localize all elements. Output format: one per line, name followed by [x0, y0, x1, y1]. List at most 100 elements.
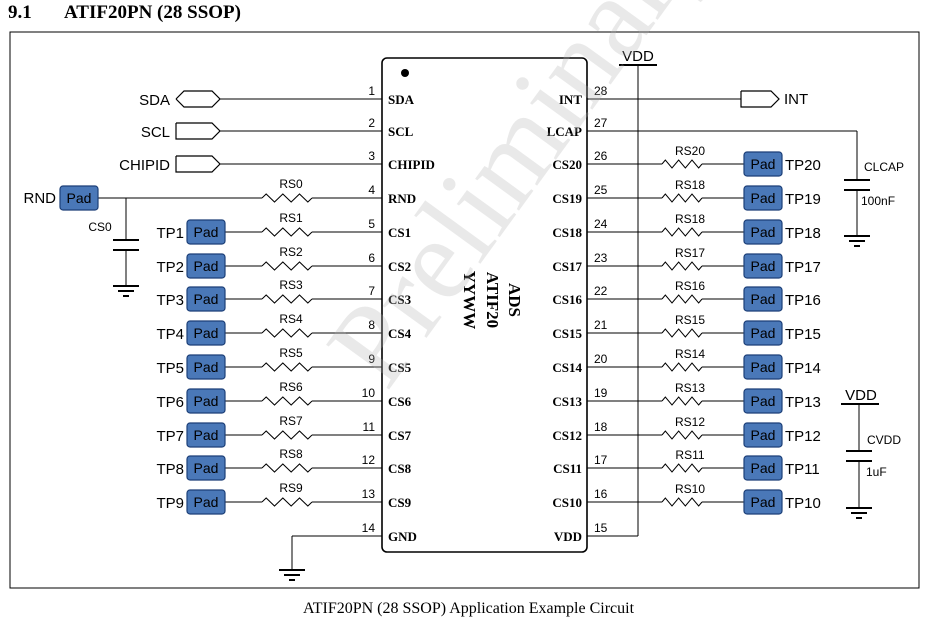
resistor-rs2: [261, 261, 313, 271]
tp-label-tp9: TP9: [156, 495, 184, 512]
pad-text: Pad: [751, 427, 776, 443]
pad-tp9: Pad: [186, 489, 226, 515]
tp-label-tp14: TP14: [785, 360, 821, 377]
resistor-rs9: [261, 497, 313, 507]
resistor-rs6: [261, 396, 313, 406]
pad-tp6: Pad: [186, 388, 226, 414]
pad-tp17: Pad: [743, 253, 783, 279]
tp-label-tp2: TP2: [156, 259, 184, 276]
pin-number: 14: [362, 521, 376, 535]
pin-name-cs3: CS3: [388, 292, 412, 307]
pad-body: [743, 151, 783, 177]
resistor-rs0: [261, 193, 313, 203]
pin-name-cs12: CS12: [552, 428, 582, 443]
pin-name-cs4: CS4: [388, 326, 412, 341]
capacitor-cs0: [113, 239, 139, 251]
pad-body: [186, 320, 226, 346]
ground-cvdd: [846, 507, 872, 519]
resistor-label-rs4: RS4: [279, 312, 303, 326]
tp-label-tp4: TP4: [156, 326, 184, 343]
pad-tp14: Pad: [743, 354, 783, 380]
tp-label-tp6: TP6: [156, 394, 184, 411]
pin-number: 22: [594, 284, 608, 298]
pad-tp2: Pad: [186, 253, 226, 279]
pad-body: [743, 422, 783, 448]
pad-text: Pad: [751, 393, 776, 409]
resistor-label-rs5: RS5: [279, 346, 303, 360]
capacitor-clcap: [844, 179, 870, 191]
section-title: ATIF20PN (28 SSOP): [64, 2, 241, 23]
pin-number: 23: [594, 251, 608, 265]
resistor-rs15: [661, 328, 703, 338]
tp-label-tp7: TP7: [156, 428, 184, 445]
port-label-chipid: CHIPID: [119, 157, 170, 174]
chip-marking-line-3: YYWW: [460, 271, 479, 330]
pin-name-lcap: LCAP: [547, 124, 582, 139]
tp-label-tp12: TP12: [785, 428, 821, 445]
pad-body: [743, 185, 783, 211]
pad-text: Pad: [194, 325, 219, 341]
pin-name-cs10: CS10: [552, 495, 582, 510]
pad-tp3: Pad: [186, 286, 226, 312]
pad-body: [743, 253, 783, 279]
tp-label-tp1: TP1: [156, 225, 184, 242]
pin-number: 19: [594, 386, 608, 400]
resistor-label-rs12: RS12: [675, 415, 705, 429]
resistor-rs14: [661, 362, 703, 372]
resistor-rs5: [261, 362, 313, 372]
tp-label-tp3: TP3: [156, 292, 184, 309]
resistor-rs7: [261, 430, 313, 440]
pin-number: 6: [368, 251, 375, 265]
resistor-label-rs7: RS7: [279, 414, 303, 428]
rnd-pad: Pad: [59, 185, 99, 211]
pad-tp4: Pad: [186, 320, 226, 346]
pin-name-cs6: CS6: [388, 394, 412, 409]
tp-label-tp19: TP19: [785, 191, 821, 208]
chip-marking-line-2: ATIF20: [483, 272, 502, 328]
pad-body: [186, 354, 226, 380]
resistor-rs3: [261, 294, 313, 304]
tp-label-tp15: TP15: [785, 326, 821, 343]
pad-tp11: Pad: [743, 455, 783, 481]
pad-tp18: Pad: [743, 219, 783, 245]
pad-tp1: Pad: [186, 219, 226, 245]
pad-text: Pad: [194, 258, 219, 274]
pad-text: Pad: [751, 190, 776, 206]
port-int: [740, 90, 780, 108]
resistor-rs12: [661, 430, 703, 440]
pin-number: 9: [368, 352, 375, 366]
pad-tp20: Pad: [743, 151, 783, 177]
resistor-rs10: [661, 497, 703, 507]
pin-name-sda: SDA: [388, 92, 415, 107]
pad-tp7: Pad: [186, 422, 226, 448]
pad-tp12: Pad: [743, 422, 783, 448]
resistor-label-rs20: RS20: [675, 144, 705, 158]
pin-name-cs9: CS9: [388, 495, 412, 510]
cap-label-cs0: CS0: [88, 220, 112, 234]
tp-label-tp13: TP13: [785, 394, 821, 411]
pin-number: 15: [594, 521, 608, 535]
pin-number: 11: [363, 420, 376, 434]
resistor-label-rs14: RS14: [675, 347, 705, 361]
pin-name-cs20: CS20: [552, 157, 582, 172]
pad-text: Pad: [751, 325, 776, 341]
pin-name-cs1: CS1: [388, 225, 411, 240]
pin-name-cs14: CS14: [552, 360, 582, 375]
resistor-label-rs10: RS10: [675, 482, 705, 496]
resistor-rs18: [661, 193, 703, 203]
pin-number: 18: [594, 420, 608, 434]
pad-tp5: Pad: [186, 354, 226, 380]
pin-number: 5: [368, 217, 375, 231]
pin-number: 16: [594, 487, 608, 501]
pin-number: 25: [594, 183, 608, 197]
ground-cs0: [113, 285, 139, 297]
resistor-rs16: [661, 294, 703, 304]
pad-text: Pad: [67, 190, 92, 206]
chip-marking-line-1: ADS: [505, 283, 524, 317]
rnd-label: RND: [24, 190, 57, 207]
resistor-label-rs9: RS9: [279, 481, 303, 495]
resistor-label-rs13: RS13: [675, 381, 705, 395]
port-chipid: [175, 155, 221, 173]
pin-name-cs7: CS7: [388, 428, 412, 443]
